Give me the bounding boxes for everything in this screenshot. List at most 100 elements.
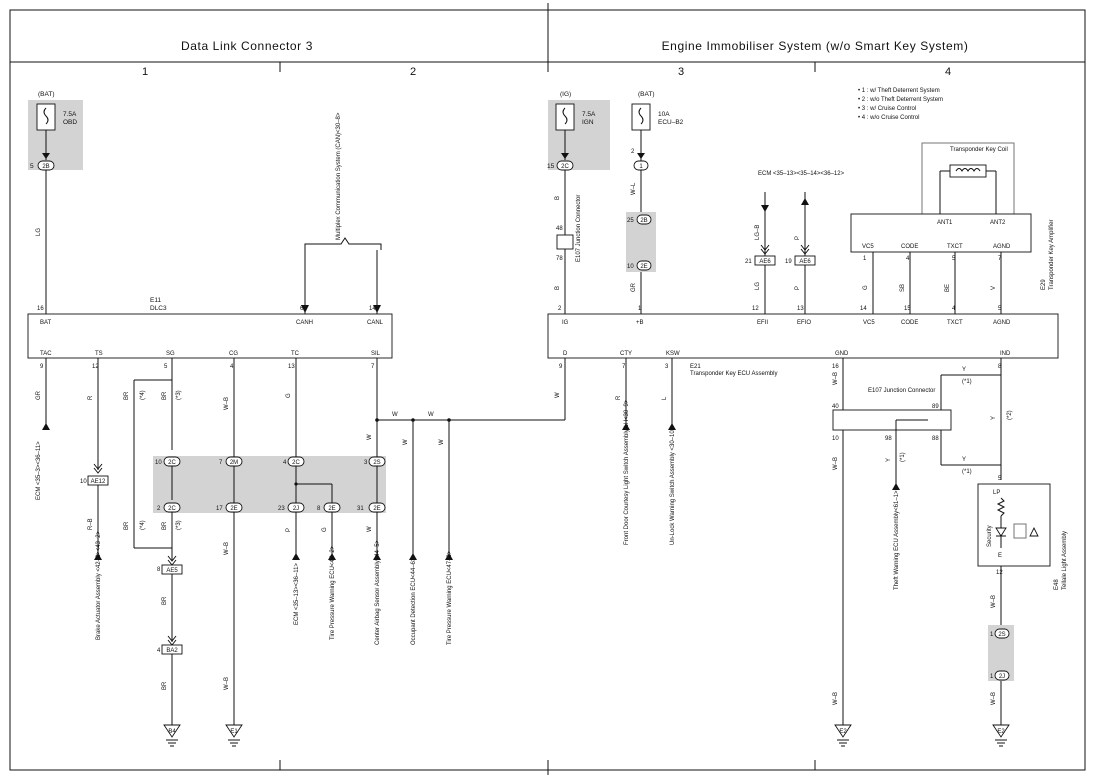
- svg-text:16: 16: [37, 306, 44, 312]
- junction-e107-bottom: [832, 409, 952, 431]
- svg-text:BR: BR: [124, 391, 130, 400]
- amp-coil-label: Transponder Key Coil: [950, 147, 1008, 153]
- svg-text:7: 7: [622, 364, 626, 370]
- svg-text:ANT2: ANT2: [990, 220, 1006, 226]
- photo-icon: [1029, 526, 1039, 537]
- svg-text:6: 6: [300, 306, 304, 312]
- svg-text:W: W: [367, 434, 373, 440]
- svg-text:13: 13: [797, 306, 804, 312]
- svg-text:BAT: BAT: [40, 320, 52, 326]
- svg-text:23: 23: [278, 506, 285, 512]
- conn-ae6-b: [794, 255, 816, 266]
- svg-text:CANH: CANH: [296, 320, 313, 326]
- svg-text:W–B: W–B: [991, 595, 997, 608]
- svg-text:W–B: W–B: [833, 372, 839, 385]
- junction-e107-top: [556, 234, 574, 250]
- svg-text:VC5: VC5: [862, 244, 874, 250]
- svg-text:W: W: [439, 439, 445, 445]
- svg-text:IGN: IGN: [582, 119, 594, 126]
- dest-occupant: Occupant Detection ECU<44–6>: [411, 557, 417, 645]
- svg-text:9: 9: [40, 364, 44, 370]
- zone-3: 3: [678, 66, 684, 78]
- svg-text:SB: SB: [900, 284, 906, 292]
- junction-block-shade: [153, 456, 386, 513]
- svg-text:15: 15: [547, 163, 555, 170]
- svg-text:17: 17: [216, 506, 223, 512]
- dest-ecm-2: ECM <35–13><36–11>: [294, 563, 300, 625]
- svg-text:12: 12: [92, 364, 99, 370]
- svg-text:1: 1: [990, 632, 994, 638]
- svg-text:AGND: AGND: [993, 320, 1011, 326]
- svg-text:Y: Y: [962, 367, 966, 373]
- svg-text:7: 7: [371, 364, 375, 370]
- svg-text:BR: BR: [162, 391, 168, 400]
- svg-text:2: 2: [558, 306, 562, 312]
- svg-text:GND: GND: [835, 351, 849, 357]
- svg-text:12: 12: [996, 570, 1003, 576]
- dlc3-connector: [27, 313, 393, 359]
- dest-ecm-1: ECM <35–3><36–11>: [36, 441, 42, 500]
- svg-text:GR: GR: [631, 282, 637, 292]
- svg-text:10: 10: [627, 264, 634, 270]
- svg-text:19: 19: [785, 259, 792, 265]
- svg-text:(*1): (*1): [962, 379, 972, 385]
- svg-text:1: 1: [638, 306, 642, 312]
- svg-text:BR: BR: [162, 681, 168, 690]
- svg-text:10: 10: [832, 436, 839, 442]
- fuse-obd-amp: 7.5A: [63, 111, 77, 118]
- svg-text:2S: 2S: [373, 460, 380, 466]
- svg-text:21: 21: [745, 259, 752, 265]
- svg-text:7: 7: [219, 460, 223, 466]
- svg-text:SIL: SIL: [371, 351, 381, 357]
- svg-text:GR: GR: [36, 390, 42, 400]
- dest-tire-2: Tire Pressure Warning ECU<47–2>: [447, 550, 453, 645]
- svg-text:(*4): (*4): [140, 520, 146, 530]
- mpx-brace: [304, 237, 382, 250]
- svg-text:CG: CG: [229, 351, 238, 357]
- svg-text:W–B: W–B: [224, 397, 230, 410]
- svg-text:14: 14: [369, 306, 376, 312]
- header-right-title: Engine Immobiliser System (w/o Smart Key…: [662, 39, 969, 53]
- fuse-ign-icon: [555, 103, 575, 131]
- zone-2: 2: [410, 66, 416, 78]
- note-4: • 4 : w/o Cruise Control: [858, 115, 919, 121]
- svg-text:(*3): (*3): [176, 520, 182, 530]
- svg-text:BR: BR: [124, 521, 130, 530]
- mpx-label: Multiplex Communication System (CAN)<30–…: [336, 112, 342, 240]
- svg-text:CODE: CODE: [901, 244, 918, 250]
- svg-text:BA2: BA2: [166, 648, 178, 654]
- svg-text:5: 5: [164, 364, 168, 370]
- dest-tire-1: Tire Pressure Warning ECU<47–2>: [330, 545, 336, 640]
- svg-text:2E: 2E: [373, 506, 380, 512]
- svg-text:AE12: AE12: [91, 479, 106, 485]
- dest-door-switch: Front Door Courtesy Light Switch Assembl…: [624, 399, 630, 545]
- svg-text:2C: 2C: [168, 506, 176, 512]
- fuse-obd-pin: 5: [30, 163, 34, 170]
- svg-text:2: 2: [157, 506, 161, 512]
- svg-text:AE6: AE6: [799, 259, 811, 265]
- svg-text:(*1): (*1): [962, 469, 972, 475]
- svg-text:CODE: CODE: [901, 320, 918, 326]
- svg-text:LG: LG: [36, 228, 42, 236]
- ground-e1: [225, 724, 243, 738]
- svg-text:2C: 2C: [292, 460, 300, 466]
- svg-text:E1: E1: [230, 729, 238, 735]
- svg-text:25: 25: [627, 218, 634, 224]
- svg-text:P: P: [795, 286, 801, 290]
- svg-text:E2: E2: [839, 729, 847, 735]
- svg-text:B: B: [555, 196, 561, 200]
- svg-text:2: 2: [631, 149, 635, 155]
- svg-text:ECU–B2: ECU–B2: [658, 119, 684, 126]
- svg-text:Y: Y: [962, 457, 966, 463]
- svg-text:W–B: W–B: [833, 692, 839, 705]
- svg-text:2E: 2E: [230, 506, 237, 512]
- svg-text:98: 98: [885, 436, 892, 442]
- svg-text:4: 4: [230, 364, 234, 370]
- svg-text:(*3): (*3): [176, 390, 182, 400]
- note-2: • 2 : w/o Theft Deterrent System: [858, 97, 943, 103]
- svg-text:E48: E48: [1054, 579, 1060, 590]
- dest-unlock-switch: Un-Lock Warning Switch Assembly <30–10>: [670, 426, 676, 545]
- ground-b4: [163, 724, 181, 738]
- svg-text:+B: +B: [636, 320, 644, 326]
- svg-text:KSW: KSW: [666, 351, 680, 357]
